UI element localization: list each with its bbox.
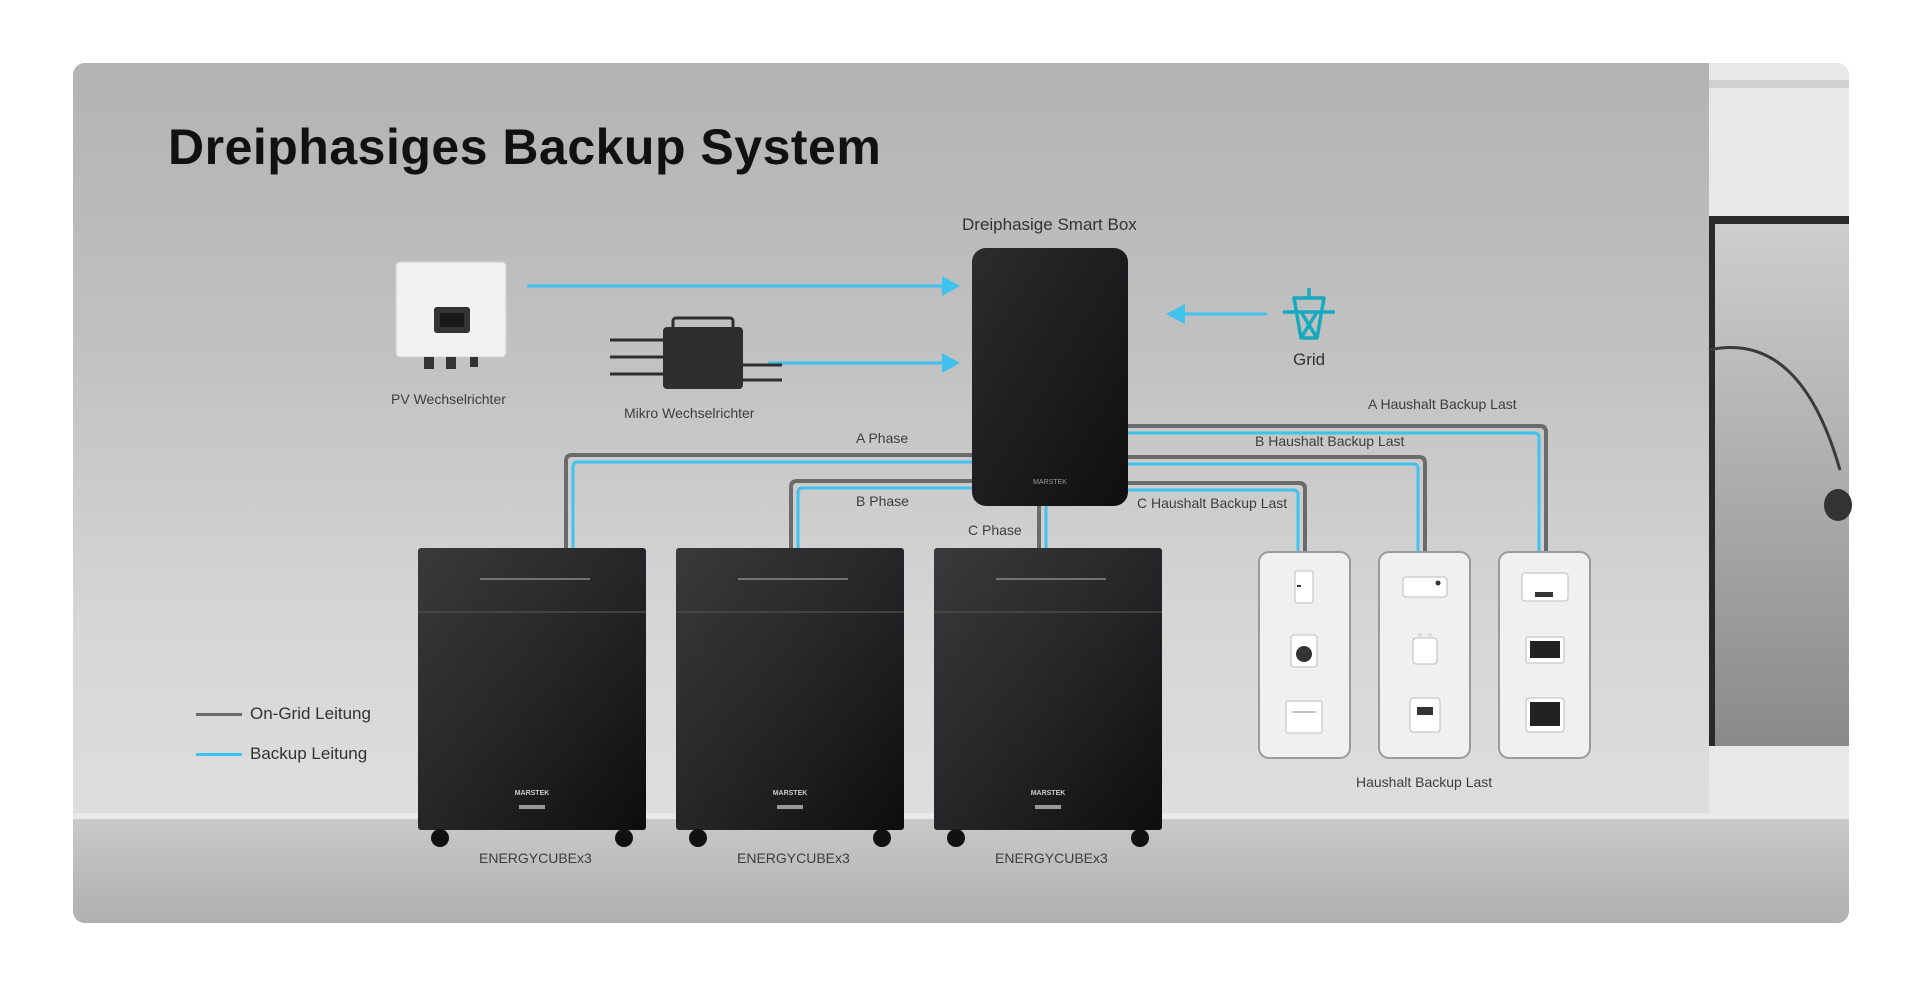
battery-3-label: ENERGYCUBEx3 [995, 850, 1108, 866]
legend-backup-swatch [196, 752, 242, 756]
load-panel-a [1498, 551, 1591, 759]
a-phase-label: A Phase [856, 430, 909, 446]
b-phase-label: B Phase [856, 493, 909, 509]
battery-1-brand: MARSTEK [515, 790, 550, 797]
b-load-label: B Haushalt Backup Last [1255, 433, 1405, 449]
legend-backup: Backup Leitung [196, 744, 367, 764]
fridge-icon [1294, 570, 1314, 604]
router-icon [1521, 572, 1569, 602]
battery-3: MARSTEK [934, 548, 1162, 847]
printer-icon [1409, 697, 1441, 733]
pv-inverter [395, 261, 507, 369]
legend-on-grid-swatch [196, 712, 242, 716]
legend-on-grid-text: On-Grid Leitung [250, 704, 371, 723]
household-loads-label: Haushalt Backup Last [1356, 774, 1493, 790]
load-panel-c [1258, 551, 1351, 759]
legend-backup-text: Backup Leitung [250, 744, 368, 763]
grid-label: Grid [1293, 350, 1326, 369]
battery-1: MARSTEK [418, 548, 646, 847]
washer-icon [1290, 634, 1318, 668]
battery-2-brand: MARSTEK [773, 790, 808, 797]
smart-box-label: Dreiphasige Smart Box [962, 215, 1137, 234]
legend-on-grid: On-Grid Leitung [196, 704, 371, 724]
pylon-icon [1283, 288, 1335, 340]
c-phase-wire [1037, 505, 1048, 548]
a-load-wire [1127, 424, 1548, 552]
smart-box-brand: MARSTEK [1033, 479, 1067, 486]
b-phase-wire [789, 479, 975, 548]
pv-inverter-label: PV Wechselrichter [391, 391, 506, 407]
page-title: Dreiphasiges Backup System [168, 119, 882, 175]
tv-icon [1525, 697, 1565, 733]
c-load-label: C Haushalt Backup Last [1137, 495, 1288, 511]
c-load-wire [1127, 481, 1307, 552]
battery-1-label: ENERGYCUBEx3 [479, 850, 592, 866]
battery-2-label: ENERGYCUBEx3 [737, 850, 850, 866]
sweeper-icon [1412, 633, 1438, 665]
c-phase-label: C Phase [968, 522, 1022, 538]
grid-arrow [1166, 304, 1267, 324]
pv-arrow [527, 276, 960, 296]
oven-icon [1285, 700, 1323, 734]
air-conditioner-icon [1402, 576, 1448, 598]
micro-inverter-label: Mikro Wechselrichter [624, 405, 755, 421]
micro-arrow [768, 353, 960, 373]
monitor-icon [1525, 636, 1565, 664]
load-panel-b [1378, 551, 1471, 759]
a-load-label: A Haushalt Backup Last [1368, 396, 1517, 412]
micro-inverter [610, 316, 782, 389]
battery-2: MARSTEK [676, 548, 904, 847]
battery-3-brand: MARSTEK [1031, 790, 1066, 797]
smart-box: MARSTEK [972, 248, 1128, 506]
room-window [1708, 80, 1852, 746]
b-load-wire [1127, 455, 1427, 552]
a-phase-wire [564, 453, 975, 548]
